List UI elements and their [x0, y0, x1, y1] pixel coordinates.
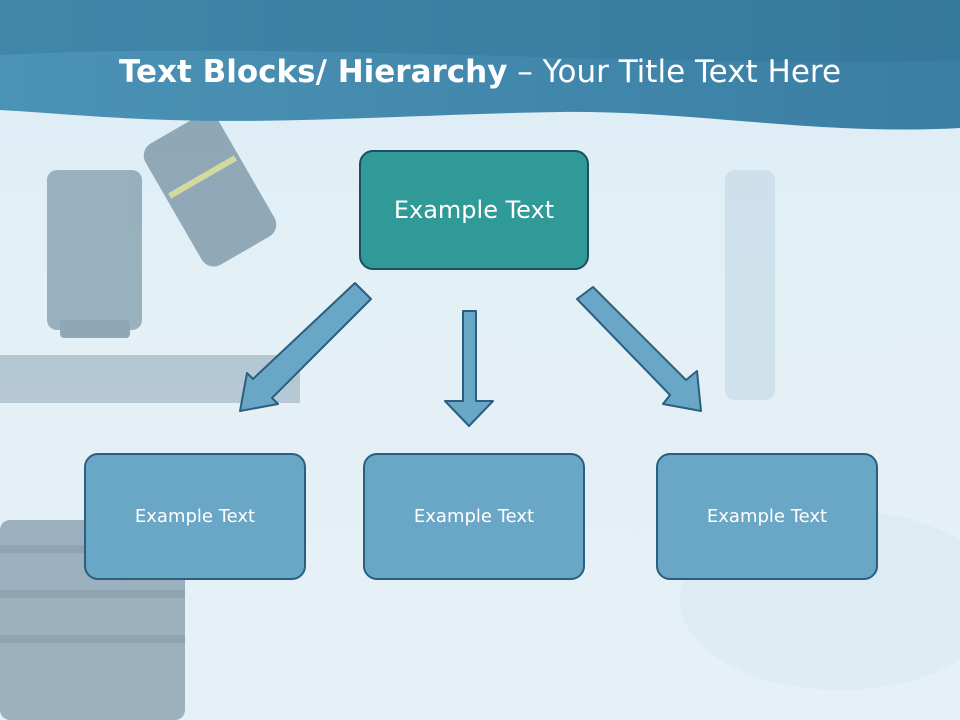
root-text-block-label: Example Text	[393, 196, 555, 224]
header-band	[0, 0, 960, 130]
child-text-block-label: Example Text	[413, 506, 535, 527]
child-text-block-left[interactable]: Example Text	[84, 453, 306, 580]
child-text-block-label: Example Text	[706, 506, 828, 527]
title-bold-part: Text Blocks/ Hierarchy	[118, 54, 508, 90]
title-dash: –	[507, 54, 543, 90]
arrow-to-right-child	[576, 286, 702, 412]
arrow-to-center-child	[444, 310, 494, 427]
root-text-block[interactable]: Example Text	[359, 150, 589, 270]
child-text-block-right[interactable]: Example Text	[656, 453, 878, 580]
arrow-to-left-child	[239, 282, 372, 412]
child-text-block-center[interactable]: Example Text	[363, 453, 585, 580]
title-rest-part: Your Title Text Here	[542, 54, 842, 90]
child-text-block-label: Example Text	[134, 506, 256, 527]
slide-title: Text Blocks/ Hierarchy – Your Title Text…	[0, 54, 960, 90]
